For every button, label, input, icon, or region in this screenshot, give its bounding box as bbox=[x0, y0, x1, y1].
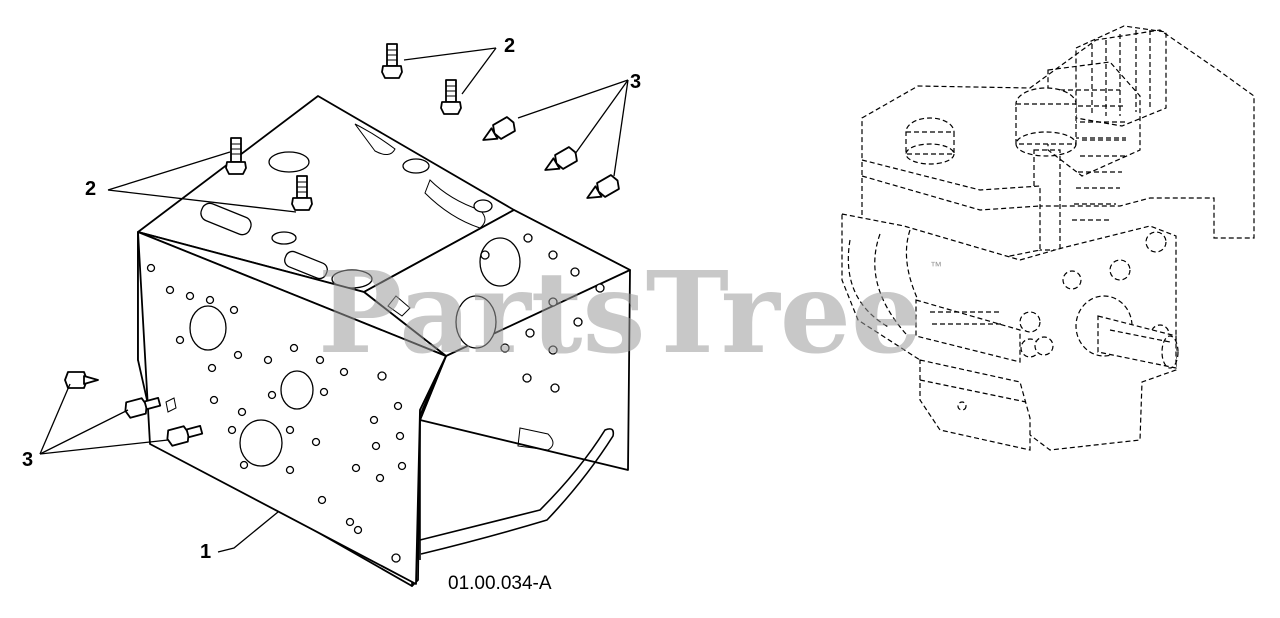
callout-2-left: 2 bbox=[85, 178, 96, 200]
callout-1: 1 bbox=[200, 541, 211, 563]
bolt-parts bbox=[64, 116, 620, 447]
engine-reference-drawing bbox=[841, 25, 1255, 451]
watermark-trademark: ™ bbox=[930, 259, 942, 273]
callout-3-left: 3 bbox=[22, 449, 33, 471]
callout-2-upper: 2 bbox=[504, 35, 515, 57]
frame-assembly bbox=[137, 95, 631, 587]
watermark: PartsTree ™ bbox=[318, 248, 942, 379]
callout-leaders bbox=[39, 47, 629, 553]
stud-parts bbox=[225, 43, 462, 211]
watermark-text: PartsTree bbox=[318, 248, 922, 379]
diagram-id: 01.00.034-A bbox=[448, 573, 552, 594]
callout-3-upper: 3 bbox=[630, 71, 641, 93]
